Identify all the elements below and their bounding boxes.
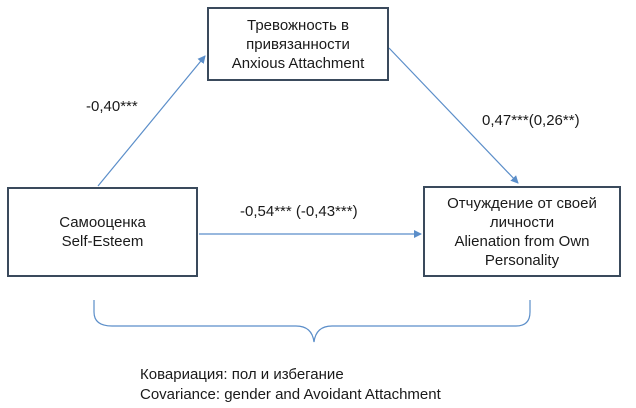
node-anxious-line1: Тревожность в [247, 16, 349, 34]
node-selfesteem-line2: Self-Esteem [61, 233, 144, 250]
node-anxious-line2: привязанности [246, 35, 350, 53]
path-b-coefficient: 0,47***(0,26**) [482, 112, 580, 129]
node-anxious-attachment: Тревожность в привязанности Anxious Atta… [207, 7, 389, 81]
node-alienation-line2: личности [489, 213, 555, 231]
node-alienation-line4: Personality [484, 251, 560, 269]
node-alienation-line3: Alienation from Own [454, 232, 590, 250]
node-anxious-line3: Anxious Attachment [231, 54, 365, 72]
path-a-coefficient: -0,40*** [86, 98, 138, 115]
node-self-esteem: Самооценка Self-Esteem [7, 187, 198, 277]
path-c-coefficient: -0,54*** (-0,43***) [240, 203, 358, 220]
covariance-label-en: Covariance: gender and Avoidant Attachme… [140, 386, 441, 403]
arrow-selfesteem-to-anxious [97, 55, 206, 187]
covariance-brace [93, 300, 531, 343]
arrow-anxious-to-alienation [388, 47, 519, 184]
node-alienation: Отчуждение от своей личности Alienation … [423, 186, 621, 277]
node-selfesteem-line1: Самооценка [59, 214, 146, 231]
covariance-label-ru: Ковариация: пол и избегание [140, 366, 344, 383]
node-alienation-line1: Отчуждение от своей [447, 194, 597, 212]
